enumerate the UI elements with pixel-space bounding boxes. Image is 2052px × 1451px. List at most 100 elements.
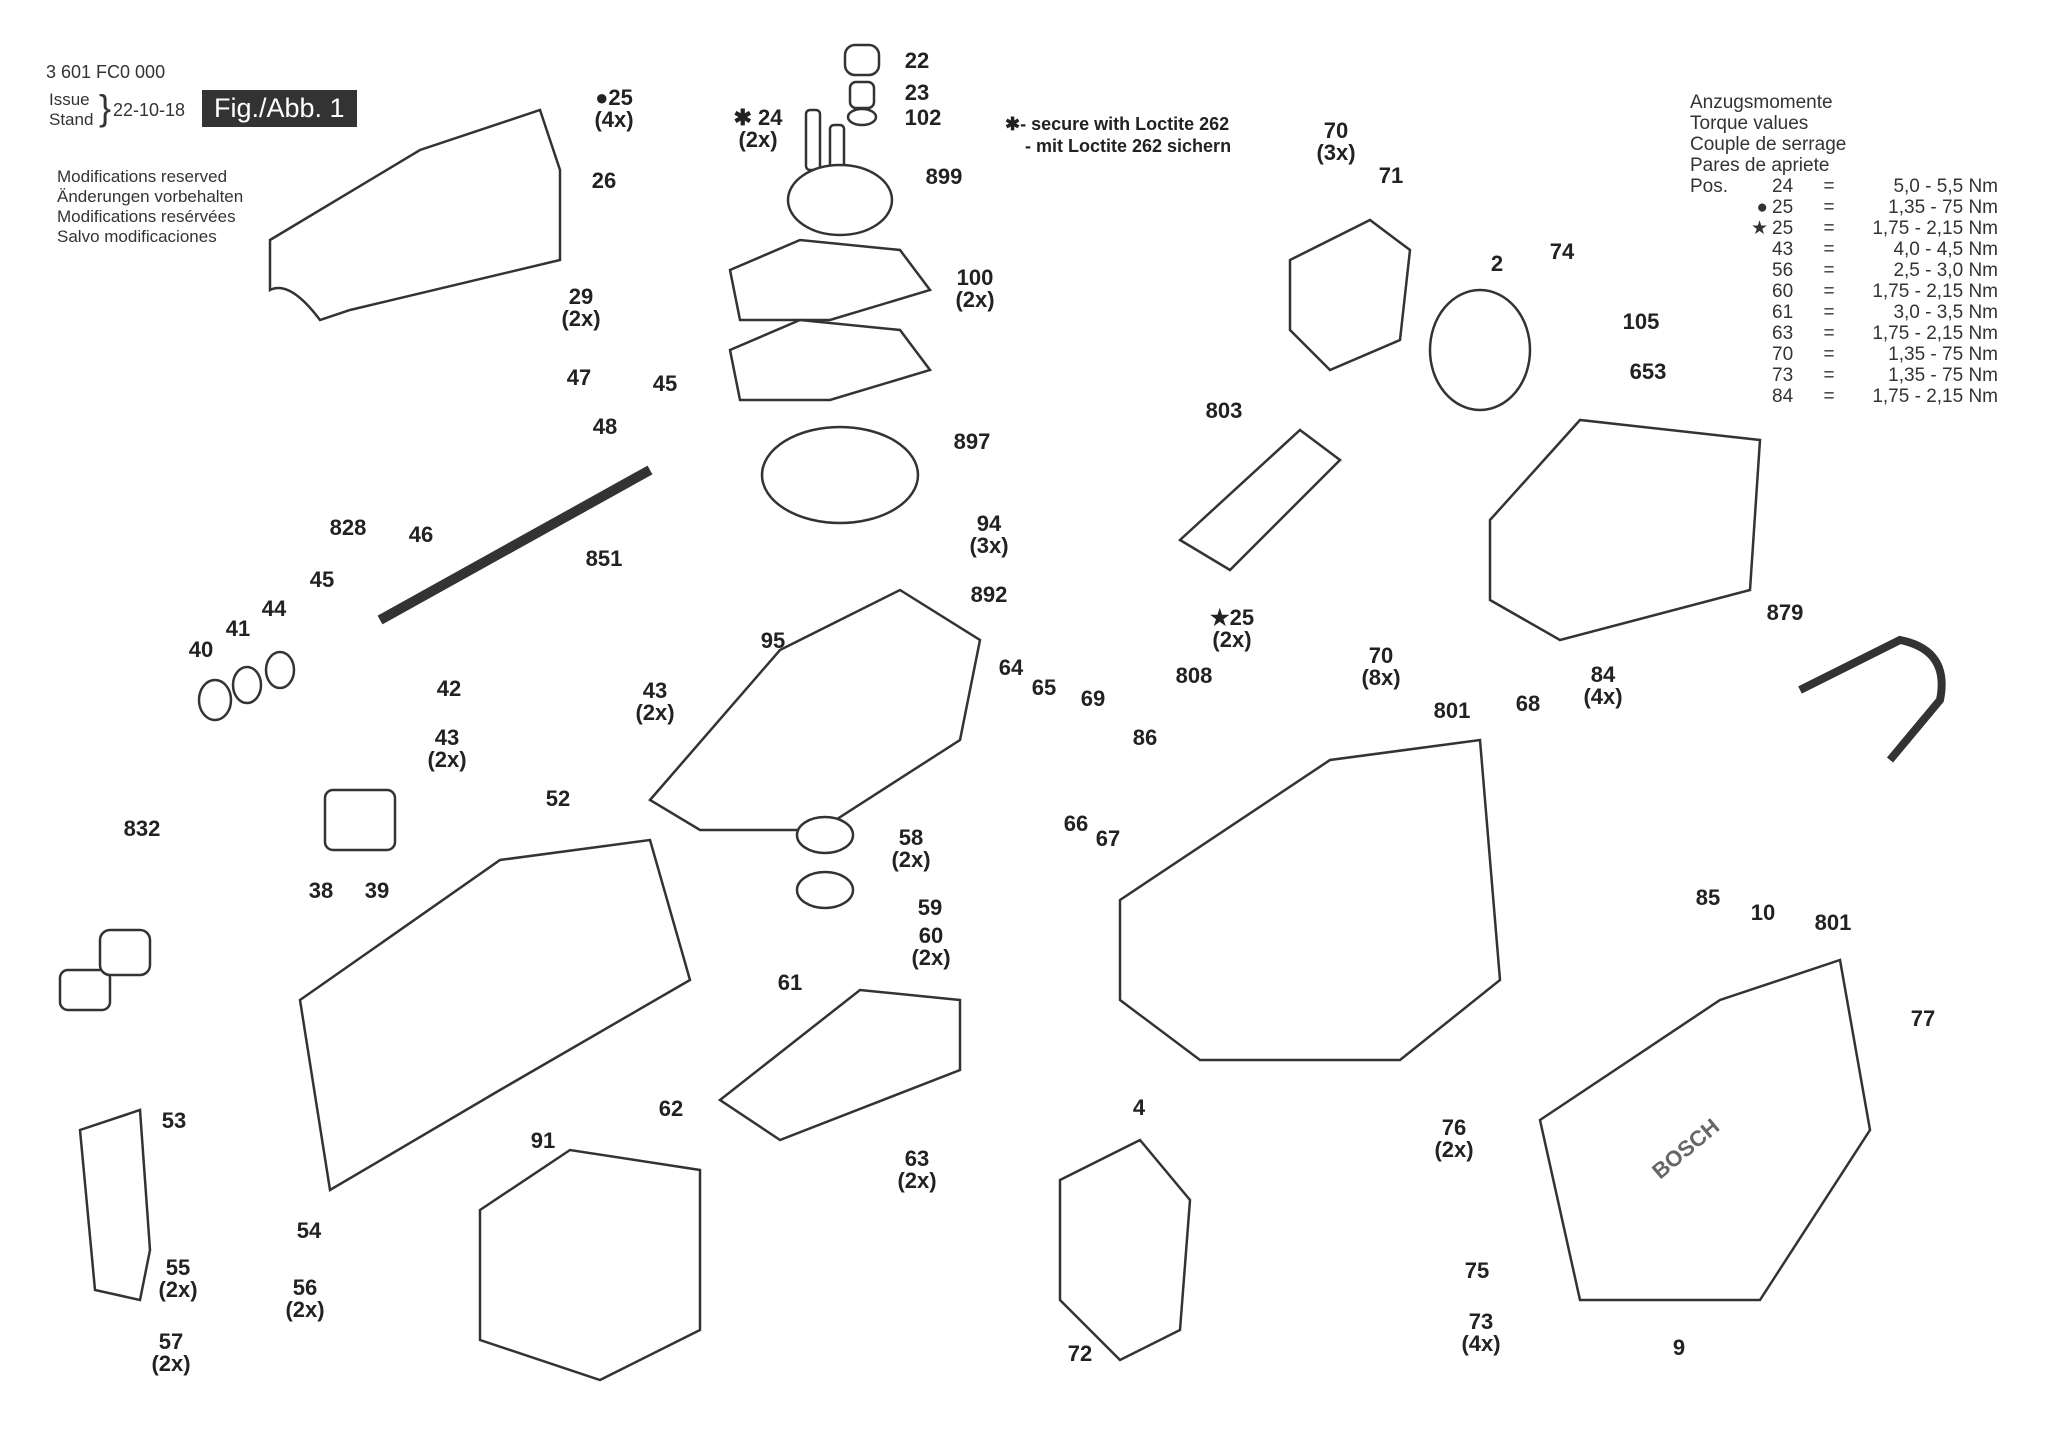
part-quantity: (3x) [1316, 140, 1356, 165]
part-callout: 61 [778, 972, 802, 994]
part-quantity: (8x) [1361, 665, 1401, 690]
note-line: Modifications resérvées [57, 207, 236, 226]
part-callout: 60(2x) [911, 925, 950, 969]
torque-value: 5,0 - 5,5 Nm [1893, 176, 1998, 197]
part-number-label: 74 [1549, 239, 1575, 264]
part-number-label: 653 [1629, 359, 1667, 384]
note-line: Salvo modificaciones [57, 227, 217, 246]
part-number-label: 64 [998, 655, 1024, 680]
part-callout: 29(2x) [561, 286, 600, 330]
part-number-label: 62 [658, 1096, 684, 1121]
part-callout: 897 [954, 431, 991, 453]
part-2-stator [1428, 288, 1532, 412]
part-26-cover [268, 108, 562, 322]
part-number-label: 71 [1378, 163, 1404, 188]
torque-marker: ★ [1750, 218, 1768, 239]
part-number-label: 808 [1175, 663, 1213, 688]
torque-position: 63 [1772, 323, 1794, 344]
torque-value: 1,35 - 75 Nm [1888, 197, 1998, 218]
part-callout: 70(3x) [1316, 120, 1355, 164]
part-callout: 77 [1911, 1008, 1935, 1030]
part-number-label: 54 [296, 1218, 322, 1243]
part-39-plate [323, 788, 397, 852]
part-callout: 45 [653, 373, 677, 395]
torque-value: 1,75 - 2,15 Nm [1872, 218, 1998, 239]
part-number-label: 801 [1814, 910, 1852, 935]
part-callout: 43(2x) [427, 727, 466, 771]
part-58-bearing [795, 815, 855, 855]
part-quantity: (2x) [891, 847, 931, 872]
part-callout: 9 [1673, 1337, 1685, 1359]
asterisk-marker: ✱ [1005, 114, 1021, 134]
part-number-label: 39 [364, 878, 390, 903]
part-callout: 4 [1133, 1097, 1145, 1119]
part-callout: 832 [124, 818, 161, 840]
part-callout: 10 [1751, 902, 1775, 924]
torque-row: 63=1,75 - 2,15 Nm [1690, 323, 1998, 344]
torque-title: Couple de serrage [1690, 134, 1847, 155]
part-number-label: 53 [161, 1108, 187, 1133]
loctite-line-de: - mit Loctite 262 sichern [1025, 136, 1232, 156]
part-quantity: (2x) [738, 127, 778, 152]
part-number-label: 44 [261, 596, 287, 621]
part-callout: 828 [330, 517, 367, 539]
torque-position: 61 [1772, 302, 1794, 323]
part-callout: 44 [262, 598, 286, 620]
loctite-line-en: - secure with Loctite 262 [1020, 114, 1230, 134]
torque-position: 25 [1772, 218, 1794, 239]
part-653-charger [1488, 418, 1762, 642]
part-number-label: 75 [1464, 1258, 1490, 1283]
part-52-rubber-nose [298, 838, 692, 1193]
torque-title: Pares de apriete [1690, 155, 1830, 176]
issue-label: Issue [49, 90, 90, 109]
part-callout: 23 [905, 82, 929, 104]
part-100-plate [728, 238, 933, 322]
part-number-label: 86 [1132, 725, 1158, 750]
torque-equals: = [1823, 176, 1835, 197]
part-40-washer [197, 678, 233, 722]
part-quantity: (4x) [594, 107, 634, 132]
part-number-label: 85 [1695, 885, 1721, 910]
torque-position: 24 [1772, 176, 1794, 197]
brace: } [99, 87, 112, 128]
part-number: 3 601 FC0 000 [46, 62, 166, 82]
part-879-handle [1798, 635, 1946, 763]
part-callout: 26 [592, 170, 616, 192]
part-number-label: 38 [308, 878, 334, 903]
part-callout: 74 [1550, 241, 1574, 263]
part-number-label: 4 [1132, 1095, 1146, 1120]
part-number-label: ★25 [1209, 605, 1255, 630]
part-number-label: 95 [760, 628, 786, 653]
part-callout: 899 [926, 166, 963, 188]
part-quantity: (2x) [285, 1297, 325, 1322]
torque-title: Anzugsmomente [1690, 92, 1833, 113]
part-callout: 892 [971, 584, 1008, 606]
part-quantity: (2x) [955, 287, 995, 312]
part-callout: 62 [659, 1098, 683, 1120]
torque-position: 60 [1772, 281, 1794, 302]
part-callout: 41 [226, 618, 250, 640]
part-22-cap [843, 43, 881, 77]
part-callout: 72 [1068, 1343, 1092, 1365]
part-897-gear [760, 425, 920, 525]
part-callout: 48 [593, 416, 617, 438]
torque-row: ★25=1,75 - 2,15 Nm [1690, 218, 1998, 239]
part-102-washer [846, 107, 878, 127]
torque-equals: = [1823, 260, 1835, 281]
part-23-bushing [848, 80, 876, 110]
part-callout: 45 [310, 569, 334, 591]
torque-position: 25 [1772, 197, 1794, 218]
part-number-label: 63 [904, 1146, 930, 1171]
torque-equals: = [1823, 197, 1835, 218]
part-53-shoe [78, 1108, 152, 1302]
torque-row: 70=1,35 - 75 Nm [1690, 344, 1998, 365]
part-24-screw [804, 108, 822, 172]
part-callout: 66 [1064, 813, 1088, 835]
torque-equals: = [1823, 302, 1835, 323]
part-number-label: 56 [292, 1275, 318, 1300]
part-91-battery [478, 1148, 702, 1382]
torque-row: Pos.24=5,0 - 5,5 Nm [1690, 176, 1998, 197]
part-71-motor-housing [1288, 218, 1412, 372]
part-quantity: (2x) [635, 700, 675, 725]
